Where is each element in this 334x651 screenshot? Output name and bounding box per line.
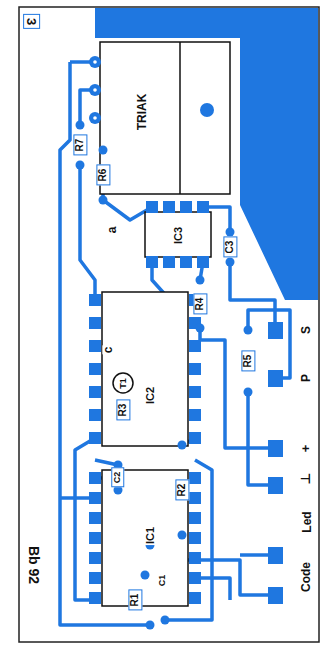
component-label: T1 <box>118 378 127 389</box>
board-outline <box>19 7 319 642</box>
component-label: IC2 <box>145 385 156 404</box>
component-label: C1 <box>158 573 167 587</box>
component-label: C3 <box>223 237 237 258</box>
triac-tab-line <box>179 42 181 194</box>
triac-pads <box>89 56 101 124</box>
triac-hole <box>200 103 214 117</box>
ic2-outline <box>102 292 188 446</box>
component-label: R6 <box>96 165 110 186</box>
component-label: C2 <box>111 467 124 487</box>
copper-pour <box>95 8 318 300</box>
ic-pads <box>89 201 209 604</box>
component-label: R1 <box>128 590 142 611</box>
component-label: S <box>300 325 312 335</box>
component-label: Code <box>300 561 312 593</box>
component-label: TRIAK <box>136 93 148 132</box>
component-label: R4 <box>193 294 207 315</box>
component-label: R7 <box>73 135 87 156</box>
component-label: R5 <box>241 351 255 372</box>
component-label: Bb 92 <box>27 545 41 585</box>
component-label: + <box>299 443 312 453</box>
ic3-outline <box>145 212 211 257</box>
component-label: ⊥ <box>299 471 312 485</box>
component-label: IC3 <box>173 225 184 244</box>
connector-pads <box>268 322 283 604</box>
component-label: a <box>106 226 118 235</box>
transistor-outline <box>113 373 133 393</box>
component-label: R2 <box>175 480 189 501</box>
component-pads <box>76 121 253 630</box>
component-label: P <box>300 373 312 383</box>
triac-body <box>100 42 230 194</box>
component-label: R3 <box>116 400 130 421</box>
pad-holes <box>93 60 97 120</box>
component-label: c <box>102 346 114 355</box>
component-label: 3 <box>23 13 40 28</box>
component-label: Led <box>300 510 312 533</box>
ic1-outline <box>102 470 188 606</box>
component-label: IC1 <box>145 525 156 544</box>
